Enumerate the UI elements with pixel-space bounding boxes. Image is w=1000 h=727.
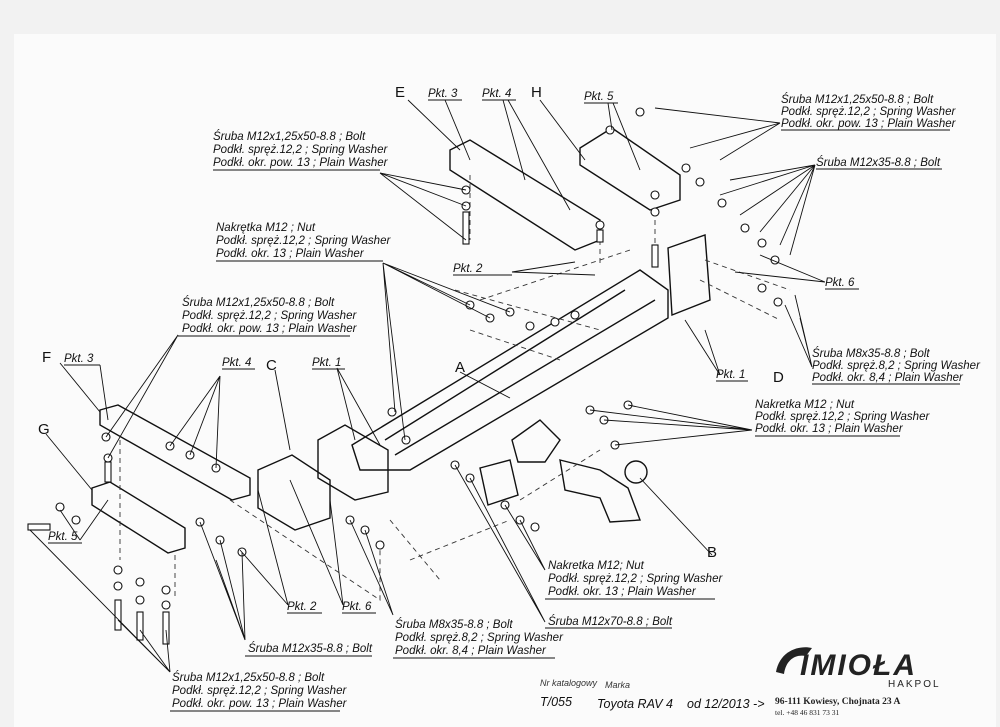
pkt-3-top: Pkt. 3	[428, 88, 458, 100]
svg-text:Podkł. okr. 13 ; Plain Washer: Podkł. okr. 13 ; Plain Washer	[755, 423, 904, 435]
plate-d	[667, 234, 711, 317]
letter-b: B	[707, 544, 717, 561]
callout-m12x70: Śruba M12x70-8.8 ; Bolt	[545, 615, 673, 629]
svg-text:Podkł. spręż.12,2 ; Spring Was: Podkł. spręż.12,2 ; Spring Washer	[172, 685, 347, 697]
hardware-items	[27, 107, 783, 645]
pkt-5-left: Pkt. 5	[48, 531, 78, 543]
leader-lines	[29, 99, 826, 673]
callout-top-right: Śruba M12x1,25x50-8.8 ; Bolt Podkł. sprę…	[781, 93, 957, 131]
letter-h: H	[531, 84, 542, 101]
tow-ball-head	[624, 460, 648, 484]
callout-bottom-left: Śruba M12x1,25x50-8.8 ; Bolt Podkł. sprę…	[170, 671, 348, 712]
callout-nut-right: Nakretka M12 ; Nut Podkł. spręż.12,2 ; S…	[755, 399, 930, 437]
vehicle-from: od 12/2013 ->	[687, 697, 765, 711]
pkt-labels: Pkt. 3 Pkt. 4 Pkt. 5 Pkt. 2 Pkt. 6 Pkt. …	[48, 88, 859, 614]
letter-f: F	[42, 349, 51, 366]
part-letters: E H A D C F G B	[38, 84, 784, 561]
svg-text:Śruba M12x1,25x50-8.8 ; Bolt: Śruba M12x1,25x50-8.8 ; Bolt	[213, 130, 366, 143]
callout-m8x35-right: Śruba M8x35-8.8 ; Bolt Podkł. spręż.8,2 …	[812, 347, 981, 385]
callout-top-left: Śruba M12x1,25x50-8.8 ; Bolt Podkł. sprę…	[213, 130, 389, 171]
pkt-6-right: Pkt. 6	[825, 277, 855, 289]
part-frames	[91, 127, 711, 554]
pkt-4-top: Pkt. 4	[482, 88, 511, 100]
callout-nut-top: Nakrętka M12 ; Nut Podkł. spręż.12,2 ; S…	[216, 222, 391, 262]
svg-text:Śruba M8x35-8.8 ; Bolt: Śruba M8x35-8.8 ; Bolt	[395, 618, 513, 631]
svg-text:Podkł. okr. pow. 13 ; Plain Wa: Podkł. okr. pow. 13 ; Plain Washer	[781, 118, 957, 130]
pkt-5-top: Pkt. 5	[584, 91, 614, 103]
pkt-6-bottom: Pkt. 6	[342, 601, 372, 613]
letter-d: D	[773, 369, 784, 386]
letter-a: A	[455, 359, 465, 376]
pkt-4-left: Pkt. 4	[222, 357, 251, 369]
svg-text:Podkł. spręż.12,2 ; Spring Was: Podkł. spręż.12,2 ; Spring Washer	[182, 310, 357, 322]
svg-text:Podkł. okr. pow. 13 ; Plain Wa: Podkł. okr. pow. 13 ; Plain Washer	[213, 157, 389, 169]
svg-text:Nakretka M12 ; Nut: Nakretka M12 ; Nut	[755, 399, 855, 411]
svg-text:Podkł. spręż.8,2 ; Spring Wash: Podkł. spręż.8,2 ; Spring Washer	[395, 632, 564, 644]
callout-nut-bottom: Nakretka M12; Nut Podkł. spręż.12,2 ; Sp…	[545, 560, 723, 600]
svg-text:Podkł. spręż.12,2 ; Spring Was: Podkł. spręż.12,2 ; Spring Washer	[548, 573, 723, 585]
catalog-label: Nr katalogowy	[540, 678, 598, 688]
svg-text:Podkł. spręż.12,2 ; Spring Was: Podkł. spręż.12,2 ; Spring Washer	[781, 106, 956, 118]
make-label: Marka	[605, 680, 630, 690]
svg-text:Nakrętka M12 ; Nut: Nakrętka M12 ; Nut	[216, 222, 316, 234]
paper-sheet	[14, 34, 996, 727]
bracket-e	[449, 139, 601, 251]
socket-plate	[479, 459, 519, 506]
bracket-h	[579, 127, 681, 211]
vehicle-model: Toyota RAV 4	[597, 697, 673, 711]
callout-left-bolt: Śruba M12x1,25x50-8.8 ; Bolt Podkł. sprę…	[178, 296, 358, 337]
svg-text:Śruba M12x1,25x50-8.8 ; Bolt: Śruba M12x1,25x50-8.8 ; Bolt	[172, 671, 325, 684]
plate-c	[257, 454, 331, 531]
brand-tel: tel. +48 46 831 73 31	[775, 708, 839, 717]
svg-text:Śruba M12x1,25x50-8.8 ; Bolt: Śruba M12x1,25x50-8.8 ; Bolt	[781, 93, 934, 106]
bracket-f	[99, 404, 251, 501]
svg-text:Śruba M12x1,25x50-8.8 ; Bolt: Śruba M12x1,25x50-8.8 ; Bolt	[182, 296, 335, 309]
catalog-number: T/055	[540, 695, 572, 709]
bracket-g	[91, 481, 186, 554]
svg-text:Podkł. okr. pow. 13 ; Plain Wa: Podkł. okr. pow. 13 ; Plain Washer	[182, 323, 358, 335]
brand-sub: HAKPOL	[888, 679, 941, 690]
svg-text:Śruba M12x35-8.8 ; Bolt: Śruba M12x35-8.8 ; Bolt	[816, 156, 941, 169]
svg-text:Śruba M8x35-8.8 ; Bolt: Śruba M8x35-8.8 ; Bolt	[812, 347, 930, 360]
svg-text:Śruba M12x35-8.8 ; Bolt: Śruba M12x35-8.8 ; Bolt	[248, 642, 373, 655]
svg-text:Podkł. okr. pow. 13 ; Plain Wa: Podkł. okr. pow. 13 ; Plain Washer	[172, 698, 348, 710]
pkt-2-top: Pkt. 2	[453, 263, 483, 275]
crossbar-a-inner	[384, 289, 656, 456]
svg-text:Podkł. spręż.8,2 ; Spring Wash: Podkł. spręż.8,2 ; Spring Washer	[812, 360, 981, 372]
pkt-3-left: Pkt. 3	[64, 353, 94, 365]
letter-g: G	[38, 421, 50, 438]
end-plate-left	[317, 424, 389, 501]
svg-text:Podkł. spręż.12,2 ; Spring Was: Podkł. spręż.12,2 ; Spring Washer	[216, 235, 391, 247]
callout-m12x35-bottom: Śruba M12x35-8.8 ; Bolt	[245, 642, 373, 657]
svg-text:Podkł. spręż.12,2 ; Spring Was: Podkł. spręż.12,2 ; Spring Washer	[755, 411, 930, 423]
callout-m12x35-top: Śruba M12x35-8.8 ; Bolt	[816, 156, 942, 170]
brand-name: IMIOŁA	[800, 649, 917, 682]
crossbar-a	[351, 269, 669, 471]
svg-text:Podkł. okr. 13 ; Plain Washer: Podkł. okr. 13 ; Plain Washer	[216, 248, 365, 260]
footer: Nr katalogowy Marka T/055 Toyota RAV 4 o…	[540, 678, 765, 711]
logo-swoosh	[776, 647, 812, 674]
brand-address: 96-111 Kowiesy, Chojnata 23 A	[775, 697, 900, 707]
letter-c: C	[266, 357, 277, 374]
pkt-1-left: Pkt. 1	[312, 357, 341, 369]
letter-e: E	[395, 84, 405, 101]
svg-text:Nakretka M12; Nut: Nakretka M12; Nut	[548, 560, 645, 572]
svg-text:Podkł. okr. 8,4 ; Plain Washer: Podkł. okr. 8,4 ; Plain Washer	[395, 645, 547, 657]
svg-text:Podkł. okr. 8,4 ; Plain Washer: Podkł. okr. 8,4 ; Plain Washer	[812, 372, 964, 384]
pkt-1-right: Pkt. 1	[716, 369, 745, 381]
pkt-2-bottom: Pkt. 2	[287, 601, 317, 613]
tow-ball-b	[559, 459, 641, 523]
callout-m8x35-bottom: Śruba M8x35-8.8 ; Bolt Podkł. spręż.8,2 …	[393, 618, 564, 659]
svg-text:Podkł. okr. 13 ; Plain Washer: Podkł. okr. 13 ; Plain Washer	[548, 586, 697, 598]
svg-text:Śruba M12x70-8.8 ; Bolt: Śruba M12x70-8.8 ; Bolt	[548, 615, 673, 628]
brand-logo: IMIOŁA HAKPOL 96-111 Kowiesy, Chojnata 2…	[775, 647, 941, 717]
hanger-ear	[511, 419, 561, 463]
svg-text:Podkł. spręż.12,2 ; Spring Was: Podkł. spręż.12,2 ; Spring Washer	[213, 144, 388, 156]
